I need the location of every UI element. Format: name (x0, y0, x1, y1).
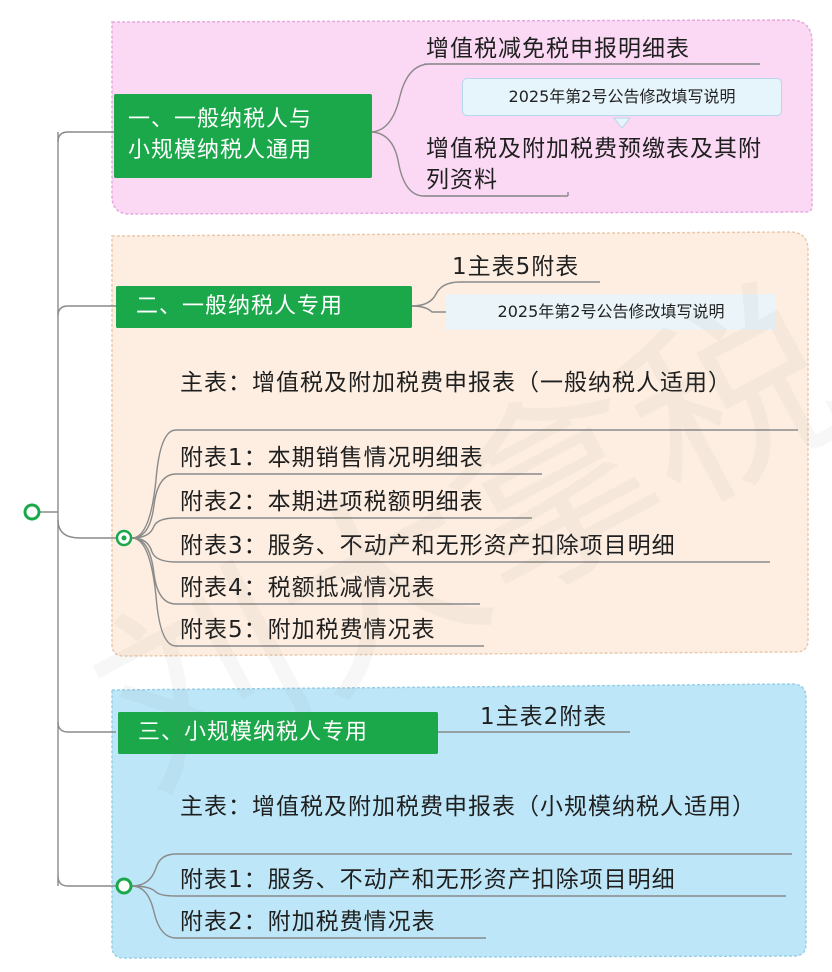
section3-summary[interactable]: 1主表2附表 (480, 704, 608, 730)
section2-subnode-dot (121, 535, 127, 541)
section1-title-line1: 一、一般纳税人与 (128, 107, 313, 132)
section2-item-3[interactable]: 附表3：服务、不动产和无形资产扣除项目明细 (180, 533, 676, 559)
section2-panel (111, 231, 809, 657)
root-node-icon[interactable] (23, 503, 41, 521)
section1-connectors (369, 63, 760, 197)
section1-note[interactable]: 2025年第2号公告修改填写说明 (462, 78, 782, 116)
section2-title[interactable]: 二、一般纳税人专用 (116, 286, 412, 328)
section3-item-2[interactable]: 附表2：附加税费情况表 (180, 909, 436, 935)
section3-connectors (131, 731, 792, 939)
section2-connectors (131, 281, 798, 647)
section1-title-line2: 小规模纳税人通用 (128, 138, 313, 163)
section3-subnode-icon[interactable] (115, 877, 133, 895)
section1-underlines (424, 63, 760, 197)
section1-item-1[interactable]: 增值税及附加税费预缴表及其附列资料 (426, 136, 762, 193)
section3-item-1[interactable]: 附表1：服务、不动产和无形资产扣除项目明细 (180, 867, 676, 893)
section2-item-5[interactable]: 附表5：附加税费情况表 (180, 617, 436, 643)
section2-summary[interactable]: 1主表5附表 (452, 254, 580, 280)
section2-item-1[interactable]: 附表1：本期销售情况明细表 (180, 445, 484, 471)
section1-item-0[interactable]: 增值税减免税申报明细表 (426, 36, 690, 62)
section2-note[interactable]: 2025年第2号公告修改填写说明 (446, 294, 776, 330)
section2-item-2[interactable]: 附表2：本期进项税额明细表 (180, 489, 484, 515)
section2-item-4[interactable]: 附表4：税额抵减情况表 (180, 575, 436, 601)
section2-item-0[interactable]: 主表：增值税及附加税费申报表（一般纳税人适用） (180, 370, 732, 396)
trunk-connectors (38, 131, 118, 887)
section3-title[interactable]: 三、小规模纳税人专用 (118, 712, 438, 754)
section1-title[interactable]: 一、一般纳税人与 小规模纳税人通用 (114, 94, 372, 178)
note-pointer (612, 117, 632, 129)
section3-item-0[interactable]: 主表：增值税及附加税费申报表（小规模纳税人适用） (180, 794, 756, 820)
